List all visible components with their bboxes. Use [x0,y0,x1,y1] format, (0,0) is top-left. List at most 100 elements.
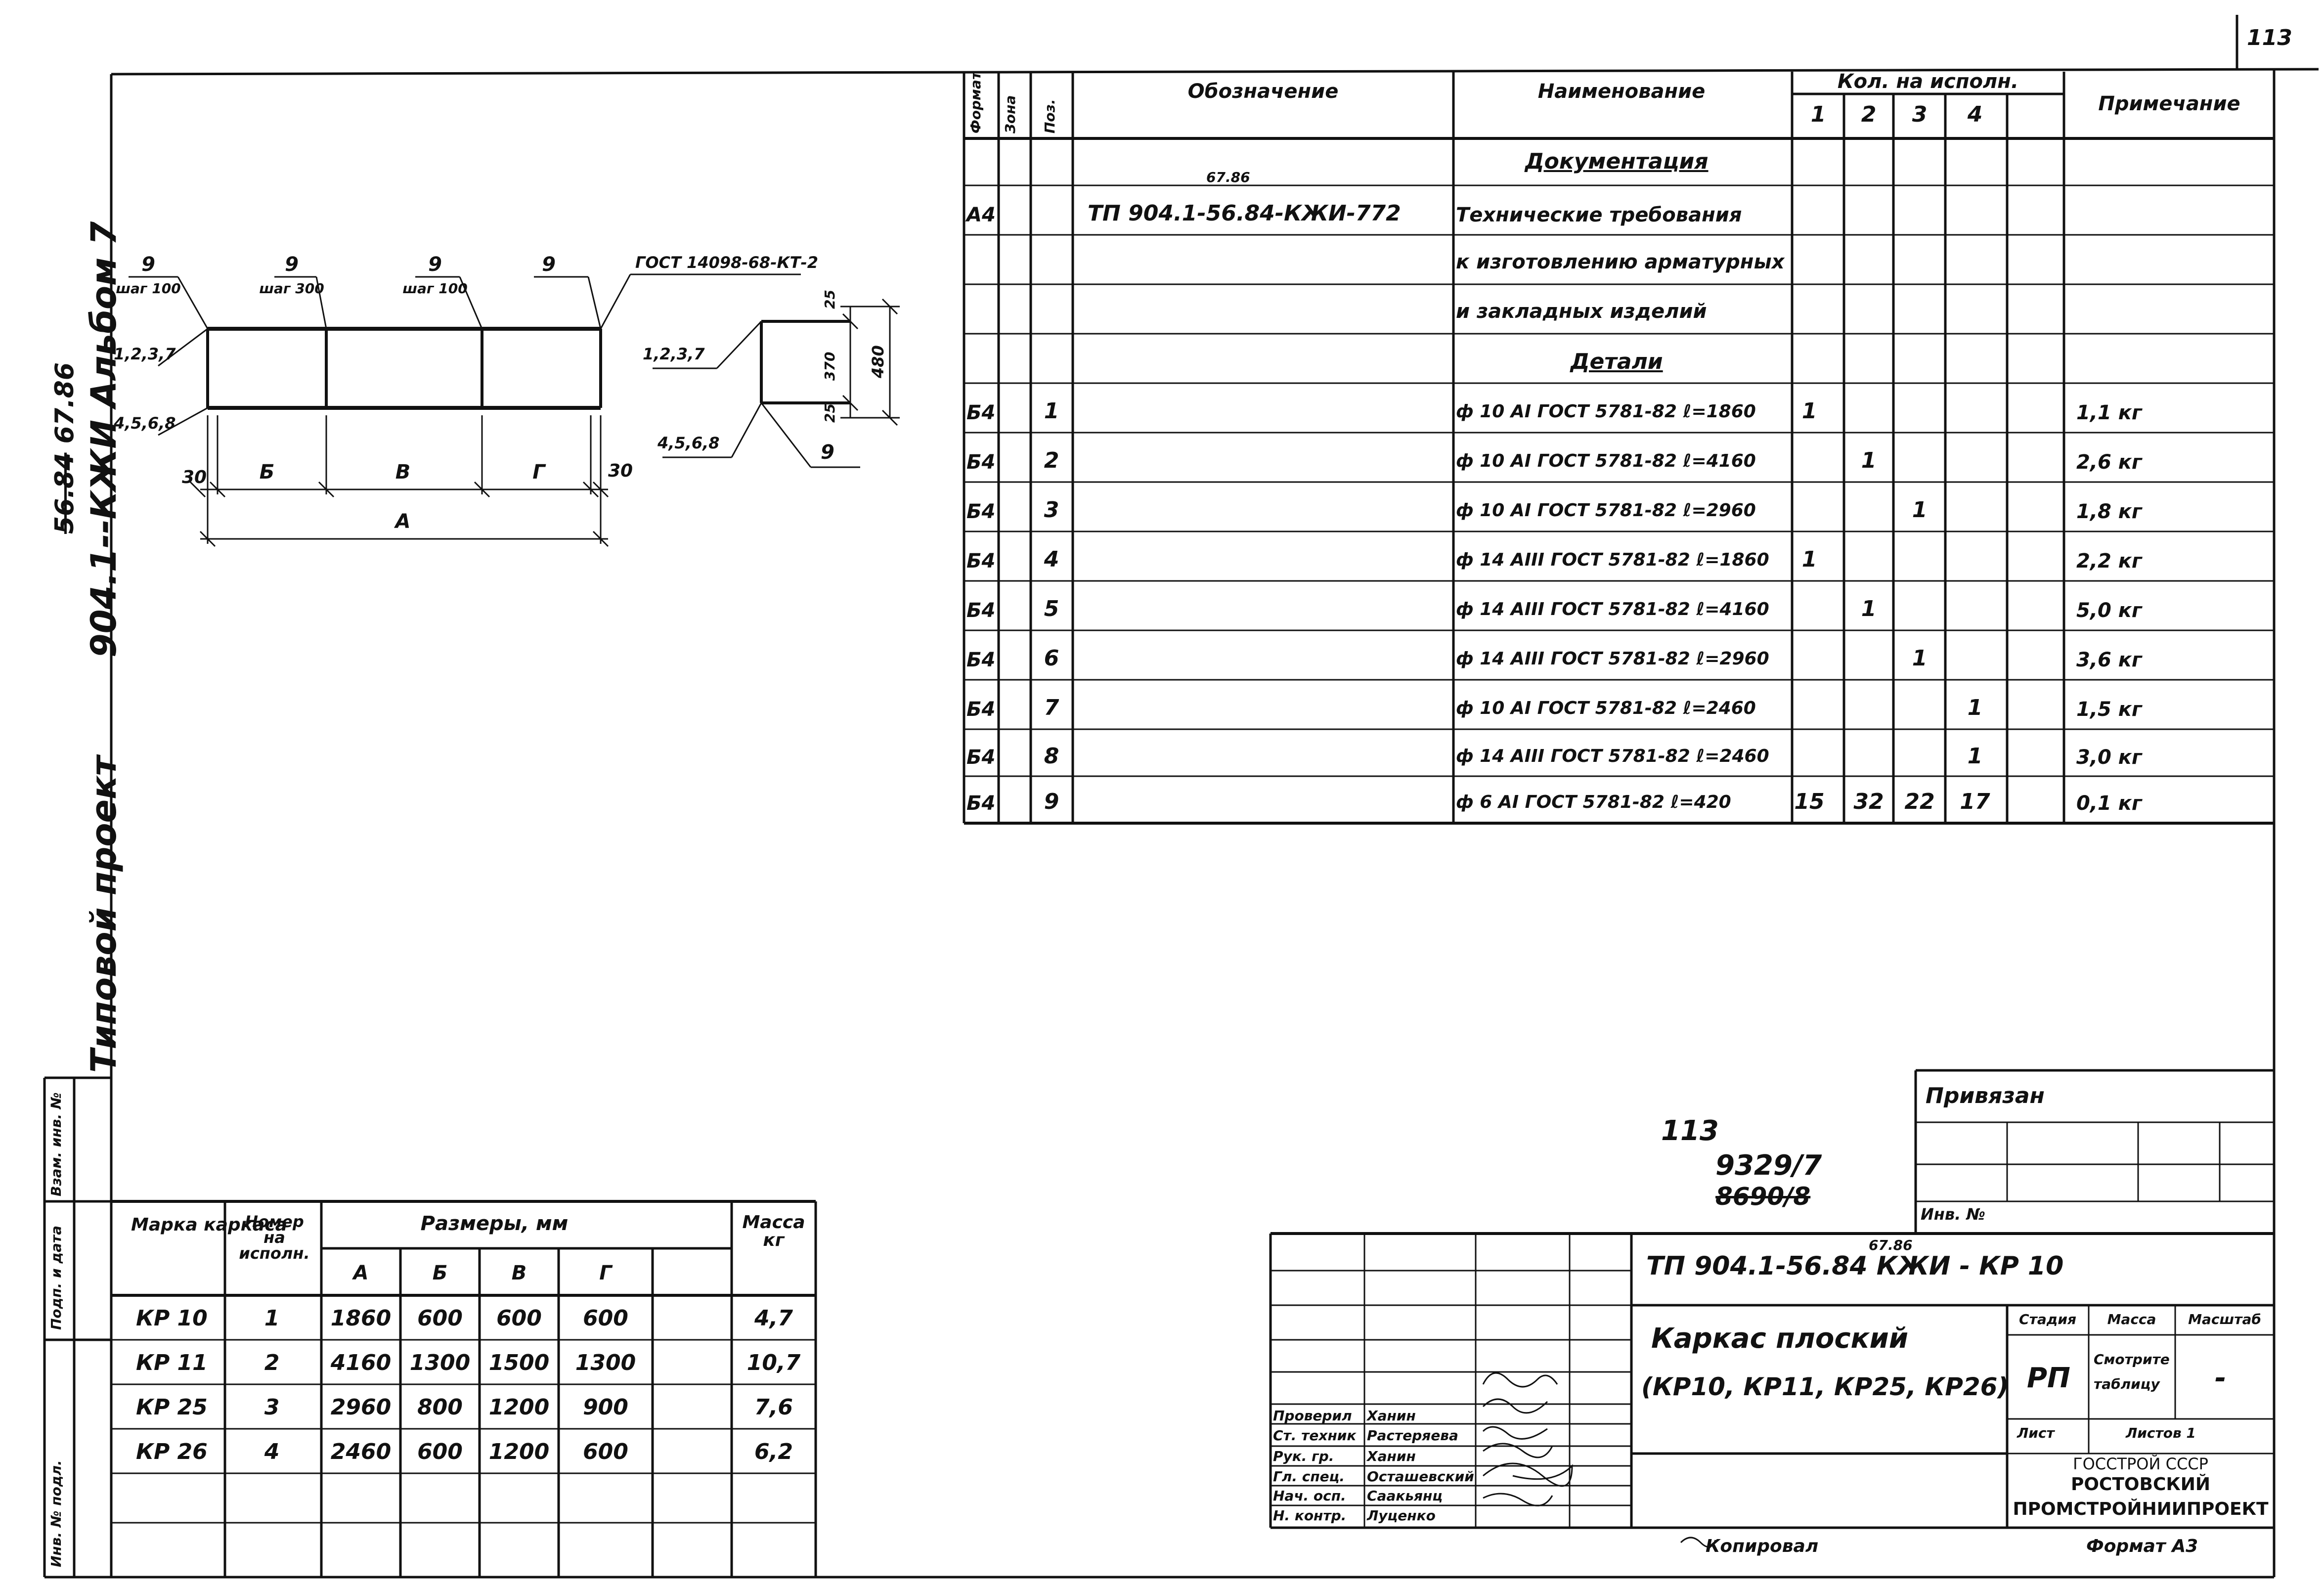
spec-row-format: Б4 [966,698,996,721]
spec-qty-col-4: 4 [1967,102,1983,127]
spec-doc-correction: 67.86 [1206,169,1250,185]
spec-row-format: Б4 [966,550,996,573]
sizes-row-mass: 6,2 [754,1439,793,1464]
spec-row-note: 3,0 кг [2076,746,2142,769]
sizes-col-a: А [353,1262,369,1284]
spec-row-q3: 1 [1912,646,1928,671]
spec-header-designation: Обозначение [1187,80,1339,103]
spec-doc-designation: ТП 904.1-56.84-КЖИ-772 [1088,201,1401,226]
sizes-row-b: 600 [417,1439,463,1464]
sizes-row-mark: КР 11 [136,1350,208,1375]
pos-label-3: 9 [428,253,442,276]
spec-row-pos: 1 [1044,398,1059,424]
copied-label: Копировал [1706,1536,1819,1556]
privyazan-label: Привязан [1926,1083,2045,1108]
section-bottom-bars: 4,5,6,8 [658,434,720,452]
sizes-row-g: 600 [583,1306,628,1331]
spec-qty-col-3: 3 [1912,102,1928,127]
spec-doc-name-3: и закладных изделий [1456,300,1707,323]
spec-doc-name-1: Технические требования [1456,204,1742,226]
number-old: 8690/8 [1715,1182,1811,1211]
spec-row-note: 2,2 кг [2076,550,2142,573]
left-title-line1: Типовой проект [84,755,124,1073]
left-title-correction: 56.84 67.86 [50,362,80,534]
spec-row-name: ф 10 АI ГОСТ 5781-82 ℓ=2460 [1456,698,1756,718]
spec-row-format: Б4 [966,746,996,769]
org-line-3: ПРОМСТРОЙНИИПРОЕКТ [2013,1499,2269,1519]
spec-row-q1: 1 [1801,398,1817,424]
spec-row-note: 5,0 кг [2076,599,2142,622]
dim-v: В [395,461,411,484]
scale-header: Масштаб [2188,1311,2261,1327]
sizes-row-a: 1860 [330,1306,392,1331]
role-3: Рук. гр. [1273,1448,1334,1464]
mass-value: Смотрите таблицу [2094,1351,2170,1393]
spec-doc-format: А4 [966,204,996,226]
spec-qty-col-1: 1 [1810,102,1826,127]
org-line-1: ГОССТРОЙ СССР [2073,1455,2208,1473]
spec-row-name: ф 10 АI ГОСТ 5781-82 ℓ=2960 [1456,500,1756,521]
sizes-row-num: 3 [264,1395,280,1420]
sizes-row-b: 600 [417,1306,463,1331]
spec-row-q4: 1 [1967,744,1983,769]
sizes-row-mark: КР 25 [136,1395,208,1420]
role-5: Нач. осп. [1273,1488,1346,1504]
sizes-row-mark: КР 10 [136,1306,208,1331]
spec-row-note: 3,6 кг [2076,649,2142,671]
bottom-bars-label: 4,5,6,8 [114,414,176,433]
spec-header-name: Наименование [1537,80,1706,103]
name-5: Саакьянц [1367,1488,1443,1504]
sizes-row-v: 1200 [488,1439,550,1464]
section-total: 480 [869,345,887,378]
role-2: Ст. техник [1273,1427,1357,1444]
spec-section-parts: Детали [1570,349,1663,374]
spec-header-zone: Зона [1002,95,1018,133]
spec-row-format: Б4 [966,792,996,815]
role-1: Проверил [1273,1408,1352,1424]
spec-row-note: 2,6 кг [2076,451,2142,474]
sizes-row-v: 1200 [488,1395,550,1420]
sizes-col-v: В [511,1262,527,1284]
sizes-row-a: 2460 [330,1439,392,1464]
pos-label-4: 9 [542,253,556,276]
sheet-number: 113 [2247,25,2292,50]
section-d3: 25 [822,403,838,423]
spec-row-name: ф 14 АIII ГОСТ 5781-82 ℓ=1860 [1456,550,1769,570]
stage-value: РП [2027,1362,2070,1394]
sizes-row-num: 1 [264,1306,280,1331]
sizes-row-g: 900 [583,1395,628,1420]
spec-section-docs: Документация [1525,149,1709,174]
spec-row-q4: 17 [1960,789,1990,814]
spec-doc-name-2: к изготовлению арматурных [1456,251,1785,273]
strip-label-sign: Подп. и дата [48,1225,64,1330]
sizes-row-mass: 4,7 [754,1306,793,1331]
pos-label-1: 9 [141,253,155,276]
sizes-row-mass: 10,7 [746,1350,801,1375]
stamp-title-2: (КР10, КР11, КР25, КР26) [1641,1372,2009,1401]
role-6: Н. контр. [1273,1507,1347,1524]
spec-row-pos: 2 [1044,448,1059,473]
step-label-2: шаг 300 [259,280,324,297]
spec-row-note: 1,8 кг [2076,500,2142,523]
sizes-row-mark: КР 26 [136,1439,208,1464]
name-4: Осташевский [1367,1468,1474,1485]
sizes-row-b: 1300 [409,1350,471,1375]
stamp-designation: ТП 904.1-56.84 КЖИ - КР 10 [1646,1251,2064,1281]
stage-header: Стадия [2019,1311,2076,1327]
spec-row-q2: 1 [1861,596,1877,621]
sizes-header-num: Номер на исполн. [239,1212,310,1263]
section-pos: 9 [821,441,834,464]
spec-row-q4: 1 [1967,695,1983,720]
name-2: Растеряева [1367,1427,1458,1444]
spec-row-format: Б4 [966,649,996,671]
sizes-row-v: 600 [496,1306,542,1331]
sizes-row-v: 1500 [488,1350,550,1375]
role-4: Гл. спец. [1273,1468,1345,1485]
spec-row-q1: 1 [1801,547,1817,572]
spec-row-name: ф 10 АI ГОСТ 5781-82 ℓ=1860 [1456,401,1756,422]
sizes-row-a: 2960 [330,1395,392,1420]
section-d1: 25 [822,290,838,309]
section-d2: 370 [822,352,838,381]
sizes-row-b: 800 [417,1395,463,1420]
